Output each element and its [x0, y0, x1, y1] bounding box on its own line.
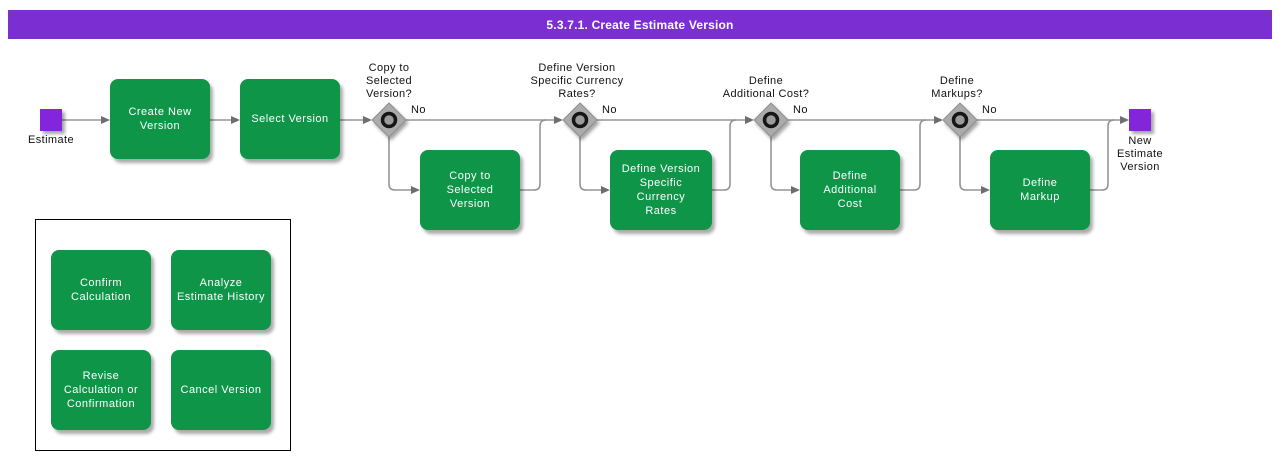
task-label: Define Markup [1020, 177, 1060, 203]
arrowhead-icon [231, 116, 240, 124]
decision-question-markups: Define Markups? [931, 75, 983, 100]
gateway-markups-decision [942, 102, 978, 138]
task-label: Analyze Estimate History [176, 277, 266, 303]
gateway-cost-decision [753, 102, 789, 138]
decision-no-label: No [602, 104, 617, 116]
arrowhead-icon [601, 186, 610, 194]
connector-gateway2-down [579, 137, 601, 191]
gateway-currency-decision [562, 102, 598, 138]
task-label: Select Version [251, 113, 329, 125]
arrowhead-icon [411, 186, 420, 194]
end-event-label: New Estimate Version [1117, 135, 1163, 173]
task-label: Confirm Calculation [71, 277, 131, 303]
task-select-version[interactable]: Select Version [240, 79, 340, 159]
task-confirm-calculation[interactable]: Confirm Calculation [51, 250, 151, 330]
gateway-circle-icon [762, 111, 780, 129]
decision-question-copy: Copy to Selected Version? [365, 62, 413, 100]
connector-currency-return [712, 119, 737, 191]
gateway-circle-icon [571, 111, 589, 129]
task-analyze-estimate-history[interactable]: Analyze Estimate History [171, 250, 271, 330]
end-event-new-estimate-version [1129, 109, 1151, 131]
decision-no-label: No [793, 104, 808, 116]
task-label: Cancel Version [180, 384, 262, 396]
decision-question-cost: Define Additional Cost? [722, 75, 810, 100]
task-copy-to-selected-version[interactable]: Copy to Selected Version [420, 150, 520, 230]
decision-question-currency: Define Version Specific Currency Rates? [530, 62, 624, 100]
connector-gateway4-down [959, 137, 981, 191]
task-label: Define Version Specific Currency Rates [621, 163, 701, 217]
arrowhead-icon [363, 116, 372, 124]
page-title: 5.3.7.1. Create Estimate Version [546, 17, 734, 32]
task-label: Copy to Selected Version [446, 170, 494, 210]
decision-no-label: No [411, 104, 426, 116]
connector-copy-return [520, 119, 547, 191]
task-define-version-specific-currency-rates[interactable]: Define Version Specific Currency Rates [610, 150, 712, 230]
connector-gateway3-down [770, 137, 791, 191]
gateway-copy-decision [371, 102, 407, 138]
task-label: Create New Version [128, 106, 192, 132]
arrowhead-icon [1120, 116, 1129, 124]
arrowhead-icon [791, 186, 800, 194]
title-bar: 5.3.7.1. Create Estimate Version [8, 10, 1272, 39]
connector-cost-return [900, 119, 927, 191]
task-define-additional-cost[interactable]: Define Additional Cost [800, 150, 900, 230]
task-create-new-version[interactable]: Create New Version [110, 79, 210, 159]
arrowhead-icon [554, 116, 563, 124]
task-label: Define Additional Cost [823, 170, 877, 210]
task-define-markup[interactable]: Define Markup [990, 150, 1090, 230]
arrowhead-icon [934, 116, 943, 124]
arrowhead-icon [745, 116, 754, 124]
task-label: Revise Calculation or Confirmation [63, 370, 139, 410]
gateway-circle-icon [380, 111, 398, 129]
task-revise-calculation-or-confirmation[interactable]: Revise Calculation or Confirmation [51, 350, 151, 430]
start-event-label: Estimate [28, 134, 74, 146]
gateway-circle-icon [951, 111, 969, 129]
arrowhead-icon [101, 116, 110, 124]
start-event-estimate [40, 109, 62, 131]
connector-markup-return [1090, 119, 1115, 191]
connector-gateway1-down [388, 137, 411, 191]
task-cancel-version[interactable]: Cancel Version [171, 350, 271, 430]
arrowhead-icon [981, 186, 990, 194]
decision-no-label: No [982, 104, 997, 116]
